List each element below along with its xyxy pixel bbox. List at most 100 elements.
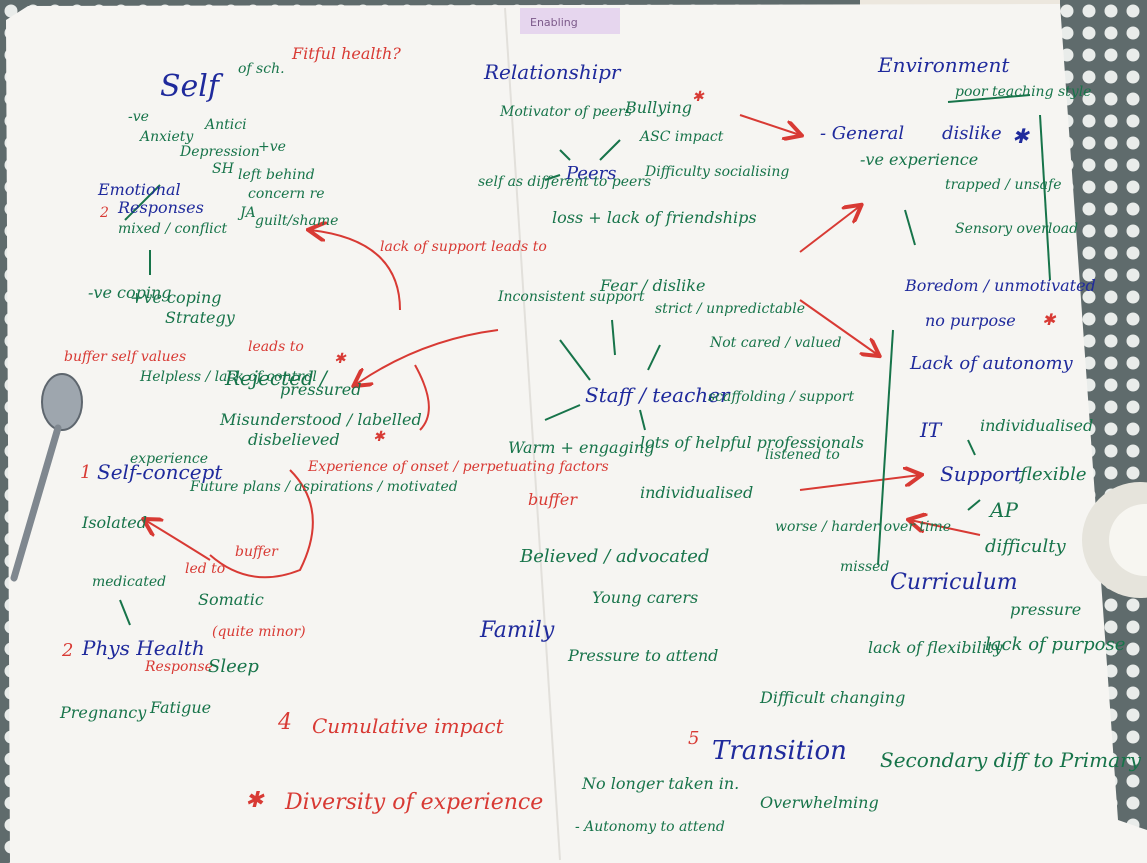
- marker-bullying: ✱: [692, 89, 704, 105]
- heading-self: Self: [160, 69, 220, 104]
- note-pos-coping: +ve coping: [130, 288, 222, 307]
- note-anxiety: Anxiety: [140, 129, 194, 145]
- note-misunderstood: Misunderstood / labelled: [220, 410, 422, 429]
- marker-two-emotional: 2: [100, 205, 109, 221]
- note-self-concept: Self-concept: [97, 460, 223, 484]
- note-neg-experience: -ve experience: [860, 150, 979, 169]
- note-concern-re: concern re: [248, 186, 325, 202]
- note-phys-health: Phys Health: [82, 636, 205, 660]
- note-of-sch: of sch.: [238, 61, 285, 77]
- note-not-cared: Not cared / valued: [710, 335, 842, 351]
- note-left-behind: left behind: [238, 167, 315, 183]
- red-arrows: [145, 114, 981, 579]
- note-difficult-changing: Difficult changing: [760, 688, 906, 707]
- note-warm: Warm + engaging: [508, 438, 655, 457]
- note-poor-teaching: poor teaching style: [955, 84, 1092, 100]
- note-neg-coping: -ve coping: [88, 283, 172, 302]
- note-believed: Believed / advocated: [520, 546, 710, 567]
- heading-transition: Transition: [712, 736, 847, 766]
- heading-support: Support: [940, 462, 1022, 486]
- note-dislike: dislike: [942, 123, 1002, 144]
- note-guilt-shame: guilt/shame: [255, 213, 339, 229]
- note-pressured: pressured: [280, 380, 362, 399]
- note-self-different: self as different to peers: [478, 174, 652, 190]
- note-lack-purpose: lack of purpose: [985, 634, 1126, 655]
- note-ap: AP: [990, 498, 1018, 522]
- note-env-individualised: individualised: [980, 416, 1094, 435]
- marker-one: 1: [80, 462, 92, 483]
- heading-lack-autonomy: Lack of autonomy: [910, 353, 1073, 374]
- tape-roll: [1082, 482, 1147, 598]
- note-young-carers: Young carers: [592, 588, 699, 607]
- heading-environment: Environment: [878, 53, 1010, 77]
- note-bullying: Bullying: [625, 98, 692, 117]
- marker-disbelieved: ✱: [373, 429, 385, 445]
- note-difficulty-socialising: Difficulty socialising: [645, 164, 790, 180]
- note-buffer-staff: buffer: [528, 490, 577, 509]
- note-fitful-health: Fitful health?: [292, 44, 401, 63]
- note-leads-to: leads to: [248, 339, 304, 355]
- note-quite-minor: (quite minor): [212, 624, 306, 640]
- note-strategy: Strategy: [165, 308, 235, 327]
- note-fear-dislike: Fear / dislike: [600, 276, 706, 295]
- dislike-marker: ✱: [1012, 124, 1029, 148]
- note-isolated: Isolated: [82, 513, 147, 532]
- note-overwhelming: Overwhelming: [760, 793, 879, 812]
- note-motivator: Motivator of peers: [500, 104, 632, 120]
- heading-staff: Staff / teacher: [585, 383, 730, 407]
- note-worse-harder: worse / harder over time: [775, 519, 952, 535]
- green-links: [119, 94, 1051, 626]
- note-scaffold: scaffolding / support: [708, 389, 855, 405]
- note-ja: JA: [240, 205, 256, 221]
- note-experience-onset: Experience of onset / perpetuating facto…: [308, 459, 609, 475]
- note-strict: strict / unpredictable: [655, 301, 806, 317]
- note-pressure-attend: Pressure to attend: [568, 646, 719, 665]
- marker-rejected: ✱: [334, 351, 346, 367]
- note-diversity: Diversity of experience: [285, 790, 544, 815]
- note-secondary: Secondary diff to Primary: [880, 748, 1141, 772]
- sticky-note: [520, 8, 620, 34]
- note-sh: SH: [212, 161, 234, 177]
- note-inconsistent: Inconsistent support: [498, 289, 645, 305]
- note-sleep: Sleep: [208, 656, 259, 677]
- note-emotional: Emotional: [98, 180, 181, 199]
- note-lots-helpful: lots of helpful professionals: [640, 433, 864, 452]
- heading-it: IT: [920, 418, 942, 442]
- sticky-note-label: Enabling: [530, 16, 578, 29]
- note-listened: listened to: [765, 447, 840, 463]
- note-no-longer: No longer taken in.: [582, 774, 740, 793]
- note-buffer-values: buffer self values: [64, 349, 187, 365]
- note-experience: experience: [130, 451, 209, 467]
- note-pos: +ve: [258, 139, 286, 155]
- note-asc-impact: ASC impact: [640, 129, 724, 145]
- note-somatic: Somatic: [198, 590, 264, 609]
- note-disbelieved: disbelieved: [248, 430, 340, 449]
- note-trapped: trapped / unsafe: [945, 177, 1062, 193]
- note-difficulty: difficulty: [985, 536, 1066, 557]
- note-responses: Responses: [118, 198, 204, 217]
- marker-diversity: ✱: [245, 788, 264, 813]
- note-pregnancy: Pregnancy: [60, 703, 147, 722]
- heading-no-purpose: no purpose: [925, 311, 1016, 330]
- note-pressure: pressure: [1010, 600, 1082, 619]
- heading-curriculum: Curriculum: [890, 570, 1018, 595]
- note-lack-flex: lack of flexibility: [868, 638, 1003, 657]
- note-response: Response: [145, 659, 213, 675]
- note-cumulative: Cumulative impact: [312, 714, 504, 738]
- note-individualised: individualised: [640, 483, 754, 502]
- note-fatigue: Fatigue: [150, 698, 212, 717]
- note-buffer-future: buffer: [235, 544, 278, 560]
- note-rejected: Rejected /: [225, 366, 327, 390]
- spoon: [10, 373, 83, 582]
- heading-family: Family: [480, 618, 555, 643]
- note-depression: Depression: [180, 144, 260, 160]
- note-mixed: mixed / conflict: [118, 221, 228, 237]
- note-neg: -ve: [128, 109, 149, 125]
- note-missed: missed: [840, 559, 890, 575]
- marker-no-purpose: ✱: [1042, 310, 1056, 329]
- note-sensory: Sensory overload: [955, 221, 1079, 237]
- note-flexible: flexible: [1020, 464, 1087, 485]
- note-led-to: led to: [185, 561, 226, 577]
- heading-boredom: Boredom / unmotivated: [905, 276, 1096, 295]
